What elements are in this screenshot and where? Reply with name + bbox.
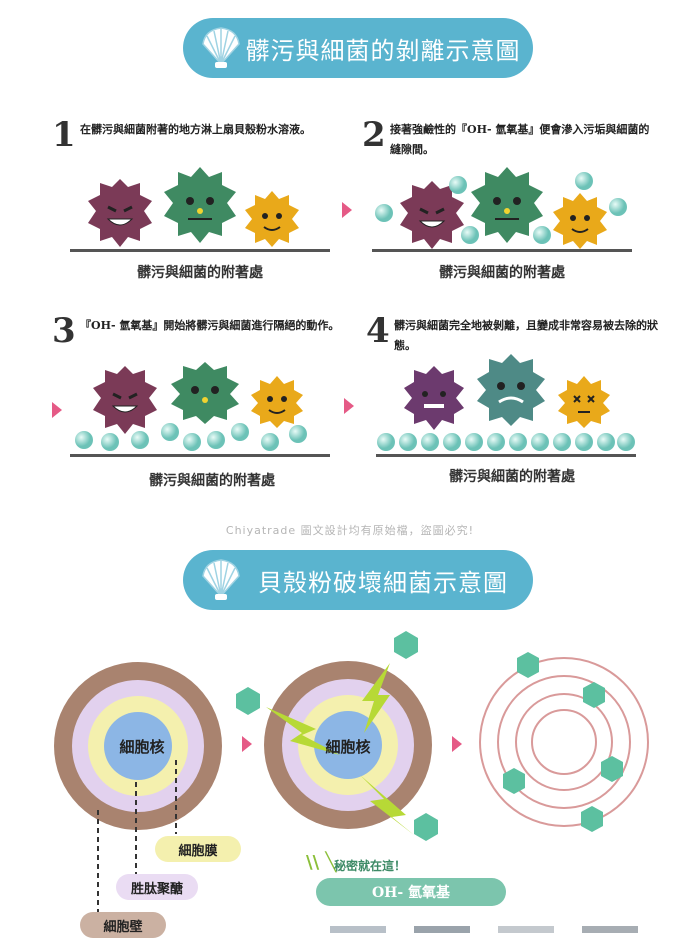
yellow-germ-icon: [558, 376, 610, 428]
thumbnail: [414, 926, 470, 933]
oh-bubbles-row: [377, 433, 635, 451]
arrow-icon: [344, 398, 354, 414]
secret-text: 秘密就在這！: [334, 859, 407, 873]
arrow-icon: [452, 736, 462, 752]
cell-diagram-intact: [54, 662, 222, 830]
thumbnail: [330, 926, 386, 933]
thumbnail: [582, 926, 638, 933]
step-description: 接著強鹼性的『OH- 氫氧基』便會滲入污垢與細菌的縫隙間。: [390, 123, 650, 156]
surface-line: [70, 249, 330, 252]
purple-germ-icon: [400, 181, 464, 249]
teal-germ-icon: [477, 354, 545, 426]
step-number: 1: [52, 115, 76, 155]
section-title: 髒污與細菌的剝離示意圖: [245, 36, 521, 65]
step-number: 2: [362, 115, 386, 155]
surface-label: 髒污與細菌的附著處: [449, 469, 575, 485]
arrow-icon: [52, 402, 62, 418]
green-germ-icon: [164, 167, 236, 243]
green-germ-icon: [171, 362, 239, 424]
oh-bubbles: [375, 172, 627, 244]
copyright-watermark: Chiyatrade 圖文設計均有原始檔，盜圖必究!: [225, 524, 475, 537]
exclaim-icon: \\ ╲: [306, 852, 337, 873]
label-leader-lines: [97, 760, 177, 926]
section-title-banner: 貝殼粉破壞細菌示意圖: [183, 550, 533, 610]
photo-strip: [330, 926, 650, 933]
yellow-germ-icon: [251, 376, 303, 428]
surface-label: 髒污與細菌的附著處: [149, 473, 275, 489]
membrane-label: 細胞膜: [155, 836, 241, 862]
surface-line: [372, 249, 632, 252]
nucleus-label: 細胞核: [119, 738, 165, 756]
oh-label-pill: OH- 氫氧基: [316, 878, 506, 906]
section-title: 貝殼粉破壞細菌示意圖: [258, 568, 508, 597]
step-description: 在髒污與細菌附著的地方淋上扇貝殼粉水溶液。: [80, 123, 311, 136]
yellow-germ-icon: [245, 191, 299, 247]
arrow-icon: [242, 736, 252, 752]
purple-germ-icon: [404, 366, 464, 430]
peptidoglycan-label: 胜肽聚醣: [116, 874, 198, 900]
lightning-bolt-icons: [266, 663, 414, 835]
arrow-icon: [342, 202, 352, 218]
surface-line: [70, 454, 330, 457]
oh-bubbles: [75, 423, 307, 451]
germ-scene-1: [70, 167, 330, 252]
germ-scene-2: [372, 167, 632, 252]
surface-label: 髒污與細菌的附著處: [439, 265, 565, 281]
yellow-germ-icon: [553, 193, 607, 249]
step-description: 髒污與細菌完全地被剝離，且變成非常容易被去除的狀態。: [394, 319, 658, 352]
oh-hexagon-icons: [503, 652, 623, 832]
shell-icon: [202, 27, 240, 68]
germ-scene-4: [376, 354, 636, 457]
surface-label: 髒污與細菌的附著處: [137, 265, 263, 281]
nucleus-label: 細胞核: [325, 738, 371, 756]
thumbnail: [498, 926, 554, 933]
cell-diagram-destroyed: [479, 652, 649, 832]
step-description: 『OH- 氫氧基』開始將髒污與細菌進行隔絕的動作。: [80, 319, 340, 332]
step-number: 3: [52, 311, 76, 351]
purple-germ-icon: [93, 366, 157, 434]
section-title-banner: 髒污與細菌的剝離示意圖: [183, 18, 533, 78]
germ-scene-3: [70, 362, 330, 457]
shell-icon: [202, 559, 240, 600]
cell-wall-label: 細胞壁: [80, 912, 166, 938]
surface-line: [376, 454, 636, 457]
step-number: 4: [366, 311, 390, 351]
cell-diagram-attacked: [236, 631, 438, 841]
oh-hexagon-icons: [236, 631, 438, 841]
green-germ-icon: [471, 167, 543, 243]
purple-germ-icon: [88, 179, 152, 247]
